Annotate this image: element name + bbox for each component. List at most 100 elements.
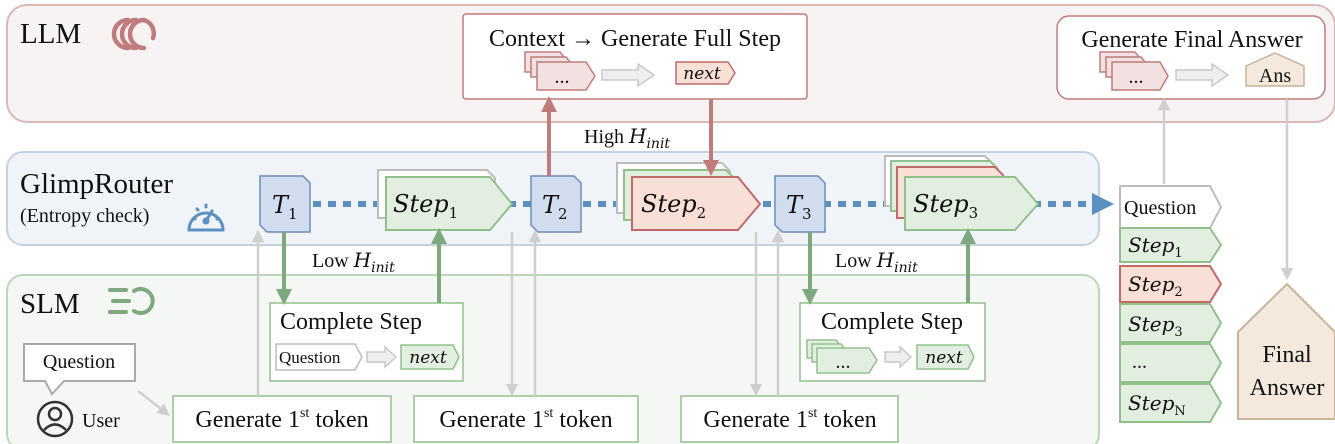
gray-right-arrow-icon bbox=[366, 345, 398, 369]
gray-right-arrow-icon bbox=[1175, 62, 1230, 88]
router-panel: GlimpRouter (Entropy check) T1 T2 T3 bbox=[6, 151, 1114, 246]
answer-label: Ans bbox=[1259, 65, 1291, 87]
trace-sub: 2 bbox=[1174, 285, 1182, 300]
token-base: T bbox=[786, 191, 804, 219]
complete-step-title: Complete Step bbox=[280, 309, 422, 335]
user-question-text: Question bbox=[43, 351, 115, 373]
trace-base: Step bbox=[1128, 312, 1175, 336]
token-t1: T1 bbox=[259, 175, 311, 233]
router-subtitle: (Entropy check) bbox=[20, 205, 149, 227]
generate-suffix: token bbox=[553, 407, 612, 433]
svg-text:Step1: Step1 bbox=[1128, 233, 1183, 261]
trace-item-ellipsis: ... bbox=[1119, 343, 1223, 383]
token-t2: T2 bbox=[530, 175, 582, 233]
user-question-bubble: Question bbox=[23, 343, 136, 396]
flow-arrowhead bbox=[1092, 193, 1114, 215]
complete-step-box-1: Complete Step Question next bbox=[269, 302, 464, 382]
step-base: Step bbox=[913, 190, 969, 218]
gray-right-arrow-icon bbox=[601, 62, 656, 88]
final-answer-block: Final Answer bbox=[1237, 282, 1335, 420]
svg-text:Step3: Step3 bbox=[913, 190, 978, 222]
gray-right-arrow-icon bbox=[884, 345, 913, 369]
svg-text:StepN: StepN bbox=[1128, 391, 1186, 419]
entropy-symbol: H bbox=[876, 248, 895, 272]
generate-label: Generate 1 bbox=[703, 407, 808, 433]
router-title: GlimpRouter bbox=[20, 168, 173, 200]
gauge-icon bbox=[187, 203, 225, 232]
trace-item-step-1: Step1 bbox=[1119, 227, 1223, 263]
token-sub: 1 bbox=[288, 205, 298, 223]
next-tag: next bbox=[675, 61, 736, 85]
trace-label: ... bbox=[1132, 351, 1147, 373]
complete-step-box-2: Complete Step ... next bbox=[799, 302, 986, 382]
context-ellipsis: ... bbox=[555, 66, 570, 88]
low-prefix: Low bbox=[835, 250, 877, 272]
trace-base: Step bbox=[1128, 233, 1175, 257]
user-to-generate-arrow bbox=[137, 390, 170, 416]
entropy-symbol: H bbox=[628, 124, 647, 148]
reasoning-trace: Question Step1 Step2 Step3 ... StepN Fin… bbox=[1119, 185, 1335, 423]
next-label: next bbox=[683, 64, 721, 84]
context-ellipsis: ... bbox=[1129, 66, 1144, 88]
final-answer-line-1: Final bbox=[1262, 342, 1312, 368]
token-base: T bbox=[272, 191, 290, 219]
svg-text:T3: T3 bbox=[786, 191, 812, 223]
svg-text:Step1: Step1 bbox=[393, 190, 458, 222]
generate-sup: st bbox=[808, 406, 817, 421]
low-entropy-label-2: Low Hinit bbox=[835, 248, 918, 276]
user-icon bbox=[36, 400, 74, 438]
context-stack-icon: ... bbox=[806, 339, 878, 374]
trace-label: Question bbox=[1124, 197, 1196, 219]
complete-step-input: Question bbox=[279, 348, 341, 367]
step-3-stack: Step3 bbox=[884, 155, 1040, 231]
token-base: T bbox=[542, 191, 560, 219]
fast-circle-icon bbox=[108, 287, 155, 315]
low-prefix: Low bbox=[312, 250, 354, 272]
context-ellipsis: ... bbox=[836, 351, 851, 373]
answer-tag: Ans bbox=[1245, 52, 1305, 87]
token-t3: T3 bbox=[774, 175, 826, 233]
complete-step-next: next bbox=[409, 348, 447, 368]
llm-final-answer-title: Generate Final Answer bbox=[1081, 27, 1302, 53]
svg-text:T1: T1 bbox=[272, 191, 298, 223]
generate-sup: st bbox=[300, 406, 309, 421]
stacked-circles-icon bbox=[111, 17, 157, 51]
llm-title: LLM bbox=[20, 18, 81, 50]
step-sub: 1 bbox=[449, 204, 459, 222]
svg-text:Generate 1st token: Generate 1st token bbox=[703, 406, 876, 433]
generate-label: Generate 1 bbox=[195, 407, 300, 433]
generate-label: Generate 1 bbox=[439, 407, 544, 433]
trace-item-question: Question bbox=[1119, 185, 1223, 229]
llm-final-answer-box: Generate Final Answer ... Ans bbox=[1056, 15, 1326, 100]
entropy-symbol: H bbox=[353, 248, 372, 272]
entropy-sub: init bbox=[894, 260, 918, 276]
trace-base: Step bbox=[1128, 272, 1175, 296]
slm-panel: SLM Question User Generate 1st token Gen… bbox=[6, 274, 1100, 444]
token-sub: 2 bbox=[558, 205, 568, 223]
complete-step-title: Complete Step bbox=[821, 309, 963, 335]
trace-item-step-3: Step3 bbox=[1119, 303, 1223, 343]
step-1-stack: Step1 bbox=[377, 169, 514, 231]
context-stack-icon: ... bbox=[524, 51, 596, 91]
entropy-sub: init bbox=[371, 260, 395, 276]
entropy-sub: init bbox=[646, 136, 670, 152]
svg-text:T2: T2 bbox=[542, 191, 568, 223]
svg-text:Generate 1st token: Generate 1st token bbox=[195, 406, 368, 433]
trace-base: Step bbox=[1128, 391, 1175, 415]
trace-sub: 3 bbox=[1174, 325, 1182, 340]
svg-text:Step2: Step2 bbox=[641, 190, 706, 222]
high-prefix: High bbox=[584, 126, 629, 148]
high-entropy-label: High Hinit bbox=[584, 124, 670, 152]
trace-item-step-n: StepN bbox=[1119, 383, 1223, 423]
generate-sup: st bbox=[544, 406, 553, 421]
step-base: Step bbox=[641, 190, 697, 218]
generate-first-token-box-1: Generate 1st token bbox=[172, 395, 392, 443]
generate-first-token-box-3: Generate 1st token bbox=[680, 395, 899, 443]
user-label: User bbox=[82, 410, 120, 432]
context-stack-icon: ... bbox=[1099, 51, 1169, 91]
step-sub: 2 bbox=[697, 204, 707, 222]
generate-first-token-box-2: Generate 1st token bbox=[413, 395, 639, 443]
svg-text:Step3: Step3 bbox=[1128, 312, 1183, 340]
step-sub: 3 bbox=[969, 204, 979, 222]
